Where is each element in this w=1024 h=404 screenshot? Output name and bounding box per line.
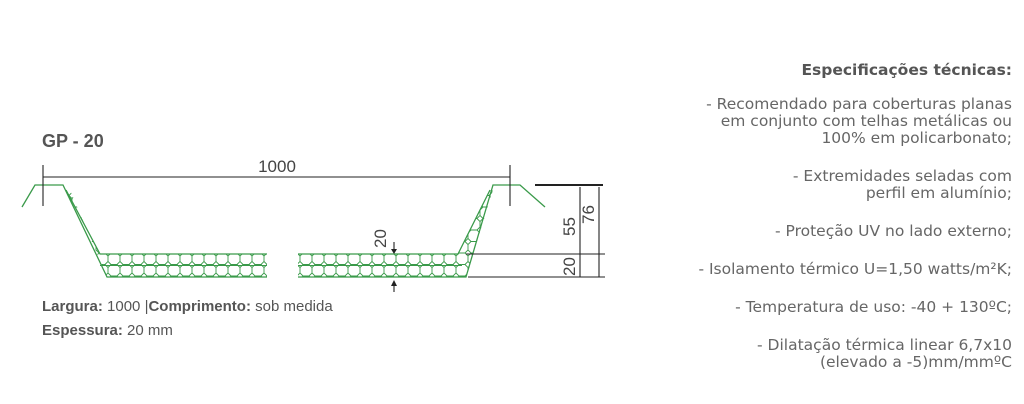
separator: | [144,298,149,315]
thickness-value: 20 mm [127,322,173,339]
spec-item: - Recomendado para coberturas planas em … [706,95,1012,147]
thickness-line: Espessura: 20 mm [42,322,173,339]
width-label: Largura: [42,298,103,315]
length-label: Comprimento: [148,298,251,315]
width-value: 1000 [107,298,141,315]
length-value: sob medida [255,298,333,315]
dimensions-line: Largura: 1000 |Comprimento: sob medida [42,298,333,315]
spec-item: - Temperatura de uso: -40 + 130ºC; [735,298,1012,316]
dim-rib-label: 55 [560,217,579,236]
dim-base-label: 20 [560,257,579,276]
spec-item: - Dilatação térmica linear 6,7x10 (eleva… [757,336,1012,371]
dimension-arrows [391,249,397,286]
spec-item: - Extremidades seladas com perfil em alu… [792,167,1012,202]
dim-total-label: 76 [579,205,598,224]
technical-specs: Especificações técnicas: - Recomendado p… [592,62,1012,392]
panel-cross-section-drawing: 1000 20 55 76 20 [21,157,605,292]
spec-item: - Proteção UV no lado externo; [775,222,1012,240]
thickness-label: Espessura: [42,322,123,339]
specs-heading: Especificações técnicas: [801,61,1012,79]
dimension-lines [42,165,605,292]
dim-width-label: 1000 [258,157,296,176]
dim-thickness-label: 20 [371,229,390,248]
spec-item: - Isolamento térmico U=1,50 watts/m²K; [698,260,1012,278]
honeycomb-core [66,190,493,277]
product-title: GP - 20 [42,131,104,151]
